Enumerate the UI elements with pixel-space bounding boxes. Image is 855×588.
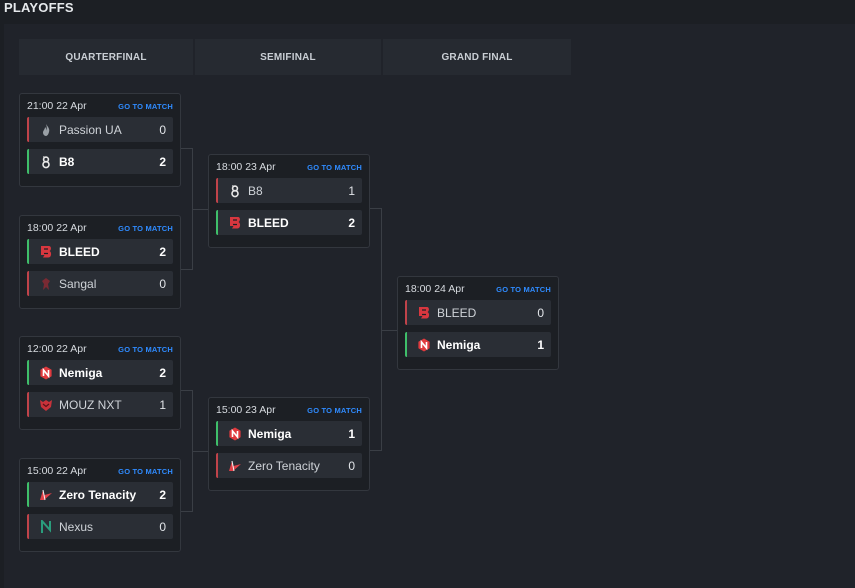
page-title: PLAYOFFS <box>4 0 74 15</box>
match-header: 15:00 22 Apr GO TO MATCH <box>27 464 173 478</box>
team-score: 1 <box>348 426 355 441</box>
match-header: 21:00 22 Apr GO TO MATCH <box>27 99 173 113</box>
team-score: 0 <box>159 519 166 534</box>
team-name: BLEED <box>248 215 289 230</box>
connector-qf3-qf4 <box>181 390 193 512</box>
column-header-grand-final: GRAND FINAL <box>383 39 571 75</box>
go-to-match-link[interactable]: GO TO MATCH <box>118 223 173 233</box>
team-row-winner[interactable]: BLEED 2 <box>27 239 173 264</box>
team-score: 1 <box>537 337 544 352</box>
connector-qf1-qf2 <box>181 148 193 270</box>
match-datetime: 18:00 23 Apr <box>216 161 276 173</box>
team-score: 1 <box>348 183 355 198</box>
team-score: 2 <box>348 215 355 230</box>
match-datetime: 15:00 22 Apr <box>27 465 87 477</box>
nemiga-icon <box>228 427 242 441</box>
b8-icon <box>228 184 242 198</box>
match-datetime: 18:00 24 Apr <box>405 283 465 295</box>
mouz-icon <box>39 398 53 412</box>
match-card-sf2: 15:00 23 Apr GO TO MATCH Nemiga 1 Zero T… <box>208 397 370 491</box>
column-header-quarterfinal: QUARTERFINAL <box>19 39 193 75</box>
match-card-sf1: 18:00 23 Apr GO TO MATCH B8 1 BLEED 2 <box>208 154 370 248</box>
connector-to-sf2 <box>193 451 209 452</box>
team-row-loser[interactable]: Sangal 0 <box>27 271 173 296</box>
team-name: B8 <box>248 183 263 198</box>
match-card-qf4: 15:00 22 Apr GO TO MATCH Zero Tenacity 2… <box>19 458 181 552</box>
team-name: Nemiga <box>437 337 481 352</box>
team-row-loser[interactable]: Zero Tenacity 0 <box>216 453 362 478</box>
team-score: 1 <box>159 397 166 412</box>
match-card-qf1: 21:00 22 Apr GO TO MATCH Passion UA 0 B8… <box>19 93 181 187</box>
match-datetime: 12:00 22 Apr <box>27 343 87 355</box>
team-row-loser[interactable]: Nexus 0 <box>27 514 173 539</box>
column-header-semifinal: SEMIFINAL <box>195 39 381 75</box>
zero-tenacity-icon <box>39 488 53 502</box>
match-header: 12:00 22 Apr GO TO MATCH <box>27 342 173 356</box>
team-row-loser[interactable]: B8 1 <box>216 178 362 203</box>
connector-to-final <box>382 330 398 331</box>
sangal-icon <box>39 277 53 291</box>
team-row-winner[interactable]: B8 2 <box>27 149 173 174</box>
flame-icon <box>39 123 53 137</box>
match-card-grand-final: 18:00 24 Apr GO TO MATCH BLEED 0 Nemiga … <box>397 276 559 370</box>
team-score: 2 <box>159 244 166 259</box>
nemiga-icon <box>39 366 53 380</box>
team-score: 0 <box>159 122 166 137</box>
zero-tenacity-icon <box>228 459 242 473</box>
go-to-match-link[interactable]: GO TO MATCH <box>118 101 173 111</box>
team-score: 2 <box>159 154 166 169</box>
go-to-match-link[interactable]: GO TO MATCH <box>307 405 362 415</box>
team-row-winner[interactable]: Nemiga 2 <box>27 360 173 385</box>
match-header: 18:00 23 Apr GO TO MATCH <box>216 160 362 174</box>
team-name: BLEED <box>437 305 477 320</box>
connector-to-sf1 <box>193 209 209 210</box>
b8-icon <box>39 155 53 169</box>
bleed-icon <box>228 216 242 230</box>
team-score: 0 <box>537 305 544 320</box>
team-row-loser[interactable]: MOUZ NXT 1 <box>27 392 173 417</box>
match-datetime: 15:00 23 Apr <box>216 404 276 416</box>
team-score: 0 <box>348 458 355 473</box>
match-header: 18:00 24 Apr GO TO MATCH <box>405 282 551 296</box>
bleed-icon <box>39 245 53 259</box>
go-to-match-link[interactable]: GO TO MATCH <box>307 162 362 172</box>
team-row-winner[interactable]: BLEED 2 <box>216 210 362 235</box>
team-name: Zero Tenacity <box>59 487 137 502</box>
match-header: 15:00 23 Apr GO TO MATCH <box>216 403 362 417</box>
match-datetime: 21:00 22 Apr <box>27 100 87 112</box>
match-datetime: 18:00 22 Apr <box>27 222 87 234</box>
bleed-icon <box>417 306 431 320</box>
team-row-winner[interactable]: Nemiga 1 <box>216 421 362 446</box>
team-row-loser[interactable]: Passion UA 0 <box>27 117 173 142</box>
team-score: 0 <box>159 276 166 291</box>
match-card-qf2: 18:00 22 Apr GO TO MATCH BLEED 2 Sangal … <box>19 215 181 309</box>
team-name: Nemiga <box>248 426 292 441</box>
nemiga-icon <box>417 338 431 352</box>
team-row-winner[interactable]: Nemiga 1 <box>405 332 551 357</box>
match-card-qf3: 12:00 22 Apr GO TO MATCH Nemiga 2 MOUZ N… <box>19 336 181 430</box>
match-header: 18:00 22 Apr GO TO MATCH <box>27 221 173 235</box>
team-name: MOUZ NXT <box>59 397 122 412</box>
go-to-match-link[interactable]: GO TO MATCH <box>496 284 551 294</box>
team-name: BLEED <box>59 244 100 259</box>
team-name: Zero Tenacity <box>248 458 320 473</box>
team-name: Nemiga <box>59 365 103 380</box>
team-row-winner[interactable]: Zero Tenacity 2 <box>27 482 173 507</box>
team-name: B8 <box>59 154 75 169</box>
team-row-loser[interactable]: BLEED 0 <box>405 300 551 325</box>
go-to-match-link[interactable]: GO TO MATCH <box>118 344 173 354</box>
team-score: 2 <box>159 365 166 380</box>
team-name: Passion UA <box>59 122 122 137</box>
nexus-icon <box>39 520 53 534</box>
connector-sf1-sf2 <box>370 208 382 451</box>
title-bar: PLAYOFFS <box>0 0 855 24</box>
go-to-match-link[interactable]: GO TO MATCH <box>118 466 173 476</box>
team-name: Sangal <box>59 276 97 291</box>
team-score: 2 <box>159 487 166 502</box>
team-name: Nexus <box>59 519 94 534</box>
